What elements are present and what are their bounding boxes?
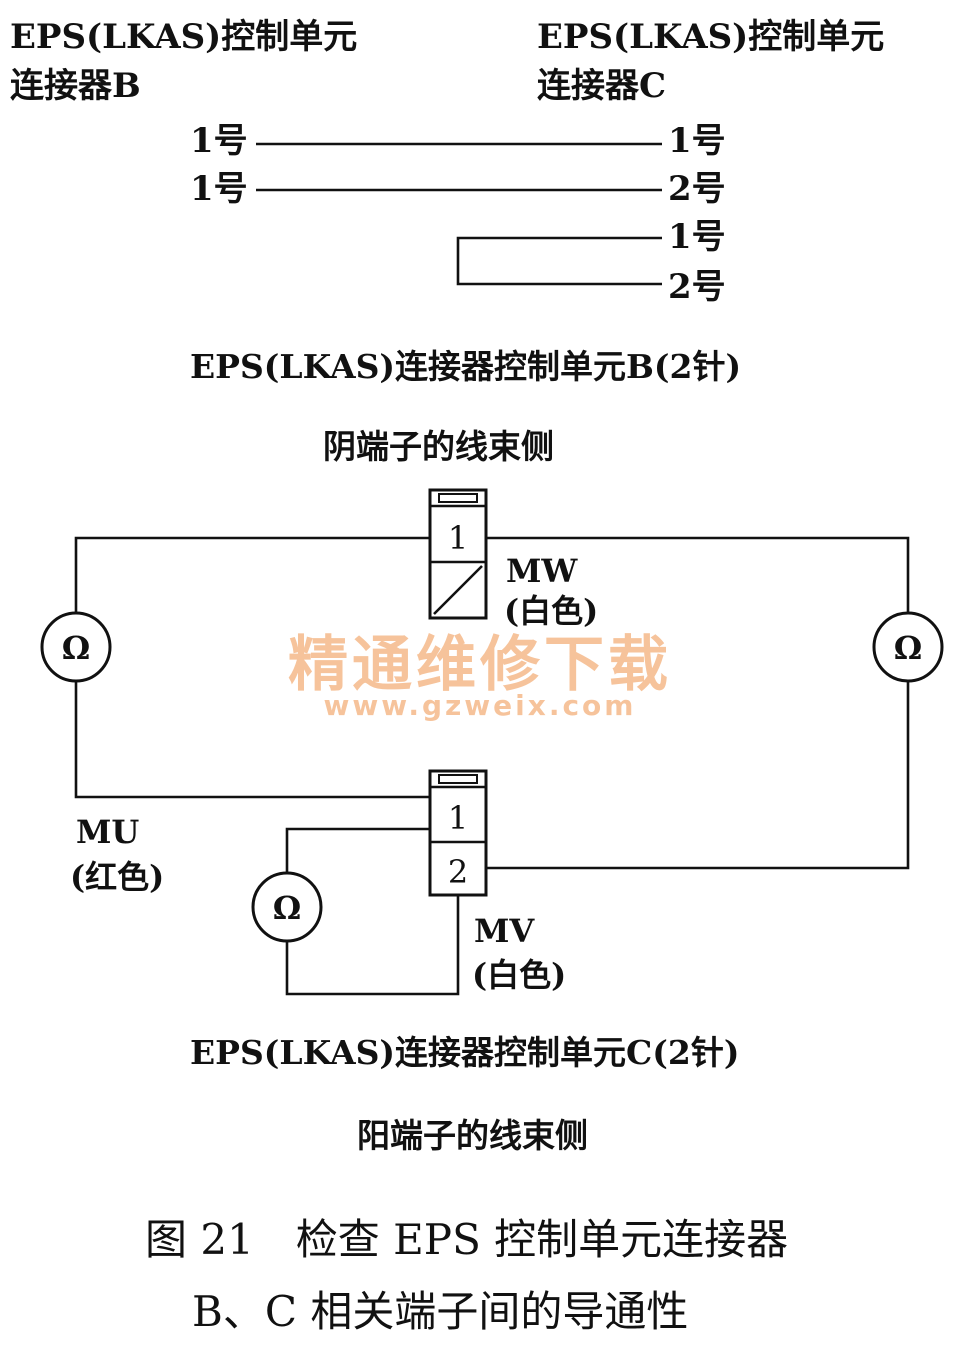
connector-c-pin1: 1 — [448, 799, 468, 837]
mapping-right-3: 1号 — [668, 217, 726, 257]
mapping-right-2: 2号 — [668, 169, 726, 209]
left-ohmmeter-circle — [40, 611, 112, 683]
watermark-line2: www.gzweix.com — [324, 689, 637, 722]
wire-mu-color: (红色) — [70, 858, 164, 896]
figure-caption-line2: B、C 相关端子间的导通性 — [192, 1287, 688, 1336]
wire-c2-to-right-meter — [486, 680, 910, 870]
wire-mw-color: (白色) — [504, 592, 598, 630]
right-header-line1: EPS(LKAS)控制单元 — [537, 17, 884, 57]
mapping-right-4: 2号 — [668, 267, 726, 307]
connector-b-blank-pin-slash — [433, 565, 483, 615]
wire-mu — [74, 680, 430, 799]
connector-c-title: EPS(LKAS)连接器控制单元C(2针) — [190, 1033, 739, 1072]
mapping-left-2: 1号 — [190, 169, 248, 209]
connector-c-latch-slot — [438, 774, 478, 784]
mapping-loop — [456, 236, 662, 286]
connector-b-latch-slot — [438, 493, 478, 503]
wire-mu-code: MU — [76, 813, 139, 851]
top-right-header: EPS(LKAS)控制单元 连接器C — [537, 17, 884, 106]
wire-mv-code: MV — [474, 912, 535, 950]
left-ohm-icon: Ω — [62, 629, 90, 667]
figure-caption-line1: 图 21 检查 EPS 控制单元连接器 — [145, 1215, 788, 1264]
mapping-right-1: 1号 — [668, 121, 726, 161]
left-header-line1: EPS(LKAS)控制单元 — [10, 17, 357, 57]
right-ohmmeter-circle — [872, 611, 944, 683]
wire-mw-code: MW — [506, 552, 578, 590]
bottom-ohmmeter: Ω — [251, 871, 323, 943]
right-header-line2: 连接器C — [537, 66, 666, 106]
connector-b-body — [428, 488, 488, 620]
wire-b1-to-right-meter — [486, 536, 910, 614]
connector-c: 1 2 — [428, 769, 488, 897]
connector-c-subtitle: 阳端子的线束侧 — [357, 1116, 588, 1155]
right-ohmmeter: Ω — [872, 611, 944, 683]
wire-mv-color: (白色) — [472, 956, 566, 994]
connector-c-pin2: 2 — [448, 853, 468, 891]
watermark-line1: 精通维修下载 — [288, 630, 672, 700]
right-ohm-icon: Ω — [894, 629, 922, 667]
bottom-ohmmeter-circle — [251, 871, 323, 943]
wire-c1-to-bottom-meter — [285, 827, 430, 874]
left-header-line2: 连接器B — [10, 66, 141, 106]
top-left-header: EPS(LKAS)控制单元 连接器B — [10, 17, 357, 106]
connector-c-body — [428, 769, 488, 897]
watermark: 精通维修下载 www.gzweix.com — [288, 630, 672, 722]
connector-b-title: EPS(LKAS)连接器控制单元B(2针) — [190, 347, 741, 386]
wire-mv — [285, 896, 460, 996]
connector-b-subtitle: 阴端子的线束侧 — [323, 427, 554, 466]
bottom-ohm-icon: Ω — [273, 889, 301, 927]
circuit-wires — [74, 536, 910, 996]
connector-b-pin1: 1 — [448, 519, 468, 557]
left-ohmmeter: Ω — [40, 611, 112, 683]
connector-b: 1 — [428, 488, 488, 620]
wire-b1-to-left-meter — [74, 536, 430, 614]
pin-mapping: 1号 1号 1号 2号 1号 2号 — [190, 121, 726, 307]
mapping-left-1: 1号 — [190, 121, 248, 161]
